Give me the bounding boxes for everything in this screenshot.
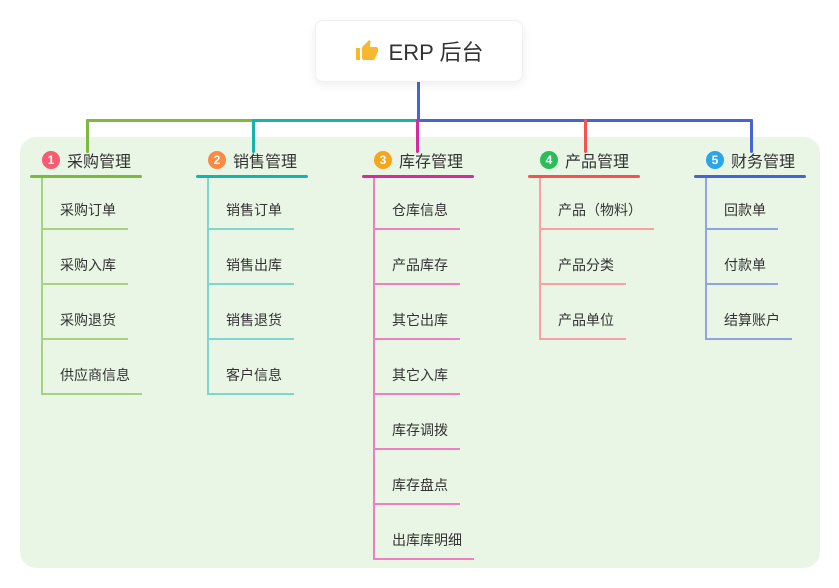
branch-header[interactable]: 4 产品管理 xyxy=(528,148,668,172)
branch-label: 库存管理 xyxy=(399,154,464,171)
connector-line xyxy=(252,119,255,153)
branch-subitems: 采购订单采购入库采购退货供应商信息 xyxy=(41,178,142,395)
node-label: 销售出库 xyxy=(226,257,282,273)
mindmap-node[interactable]: 产品单位 xyxy=(541,285,626,340)
branch-label: 产品管理 xyxy=(565,154,630,171)
connector-line xyxy=(584,119,587,153)
branch-label: 财务管理 xyxy=(731,154,796,171)
mindmap-node[interactable]: 销售退货 xyxy=(209,285,294,340)
node-label: 采购入库 xyxy=(60,257,116,273)
branch-label: 销售管理 xyxy=(233,154,298,171)
branch-header[interactable]: 3 库存管理 xyxy=(362,148,502,172)
branch-header[interactable]: 1 采购管理 xyxy=(30,148,170,172)
mindmap-node[interactable]: 仓库信息 xyxy=(375,178,460,230)
branch-number-badge: 3 xyxy=(374,151,392,169)
connector-line xyxy=(416,119,419,153)
branch-number-badge: 1 xyxy=(42,151,60,169)
branch-column-4: 4 产品管理产品（物料） 产品分类产品单位 xyxy=(528,148,668,340)
branch-label: 采购管理 xyxy=(67,154,132,171)
mindmap-node[interactable]: 库存盘点 xyxy=(375,450,460,505)
mindmap-node[interactable]: 采购订单 xyxy=(43,178,128,230)
branch-underline xyxy=(30,175,142,178)
node-label: 其它入库 xyxy=(392,367,448,383)
branch-underline xyxy=(528,175,640,178)
node-label: 回款单 xyxy=(724,202,766,218)
mindmap-node[interactable]: 结算账户 xyxy=(707,285,792,340)
mindmap-node[interactable]: 采购退货 xyxy=(43,285,128,340)
mindmap-node[interactable]: 库存调拨 xyxy=(375,395,460,450)
node-label: 销售订单 xyxy=(226,202,282,218)
branch-subitems: 产品（物料） 产品分类产品单位 xyxy=(539,178,654,340)
mindmap-node[interactable]: 回款单 xyxy=(707,178,778,230)
mindmap-node[interactable]: 销售订单 xyxy=(209,178,294,230)
node-label: 采购订单 xyxy=(60,202,116,218)
root-title: ERP 后台 xyxy=(388,40,484,65)
node-label: 产品（物料） xyxy=(558,202,642,218)
mindmap-node[interactable]: 其它出库 xyxy=(375,285,460,340)
branch-underline xyxy=(694,175,806,178)
mindmap-node[interactable]: 客户信息 xyxy=(209,340,294,395)
branch-number-badge: 5 xyxy=(706,151,724,169)
mindmap-node[interactable]: 出库库明细 xyxy=(375,505,474,560)
node-label: 库存调拨 xyxy=(392,422,448,438)
branch-column-3: 3 库存管理仓库信息产品库存其它出库其它入库库存调拨库存盘点出库库明细 xyxy=(362,148,502,560)
connector-line xyxy=(86,119,254,122)
mindmap-node[interactable]: 其它入库 xyxy=(375,340,460,395)
branch-column-2: 2 销售管理销售订单销售出库销售退货客户信息 xyxy=(196,148,336,395)
branch-underline xyxy=(362,175,474,178)
root-node[interactable]: ERP 后台 xyxy=(315,20,523,82)
connector-line xyxy=(86,119,89,153)
mindmap-node[interactable]: 产品分类 xyxy=(541,230,626,285)
node-label: 销售退货 xyxy=(226,312,282,328)
node-label: 客户信息 xyxy=(226,367,282,383)
node-label: 采购退货 xyxy=(60,312,116,328)
node-label: 产品单位 xyxy=(558,312,614,328)
mindmap-node[interactable]: 付款单 xyxy=(707,230,778,285)
branch-header[interactable]: 2 销售管理 xyxy=(196,148,336,172)
branch-column-5: 5 财务管理回款单付款单结算账户 xyxy=(694,148,834,340)
branch-number-badge: 4 xyxy=(540,151,558,169)
mindmap-node[interactable]: 销售出库 xyxy=(209,230,294,285)
branch-header[interactable]: 5 财务管理 xyxy=(694,148,834,172)
node-label: 结算账户 xyxy=(724,312,780,328)
node-label: 仓库信息 xyxy=(392,202,448,218)
branch-number-badge: 2 xyxy=(208,151,226,169)
node-label: 付款单 xyxy=(724,257,766,273)
mindmap-node[interactable]: 产品（物料） xyxy=(541,178,654,230)
branch-subitems: 回款单付款单结算账户 xyxy=(705,178,792,340)
node-label: 出库库明细 xyxy=(392,532,462,548)
branch-subitems: 仓库信息产品库存其它出库其它入库库存调拨库存盘点出库库明细 xyxy=(373,178,474,560)
node-label: 库存盘点 xyxy=(392,477,448,493)
node-label: 其它出库 xyxy=(392,312,448,328)
thumbs-up-icon xyxy=(355,39,379,63)
connector-line xyxy=(750,119,753,153)
node-label: 供应商信息 xyxy=(60,367,130,383)
node-label: 产品分类 xyxy=(558,257,614,273)
mindmap-node[interactable]: 采购入库 xyxy=(43,230,128,285)
mindmap-node[interactable]: 供应商信息 xyxy=(43,340,142,395)
branch-underline xyxy=(196,175,308,178)
connector-line xyxy=(417,81,420,121)
branch-subitems: 销售订单销售出库销售退货客户信息 xyxy=(207,178,294,395)
connector-line xyxy=(252,119,418,122)
node-label: 产品库存 xyxy=(392,257,448,273)
mindmap-node[interactable]: 产品库存 xyxy=(375,230,460,285)
branch-column-1: 1 采购管理采购订单采购入库采购退货供应商信息 xyxy=(30,148,170,395)
branches-panel xyxy=(20,137,820,568)
